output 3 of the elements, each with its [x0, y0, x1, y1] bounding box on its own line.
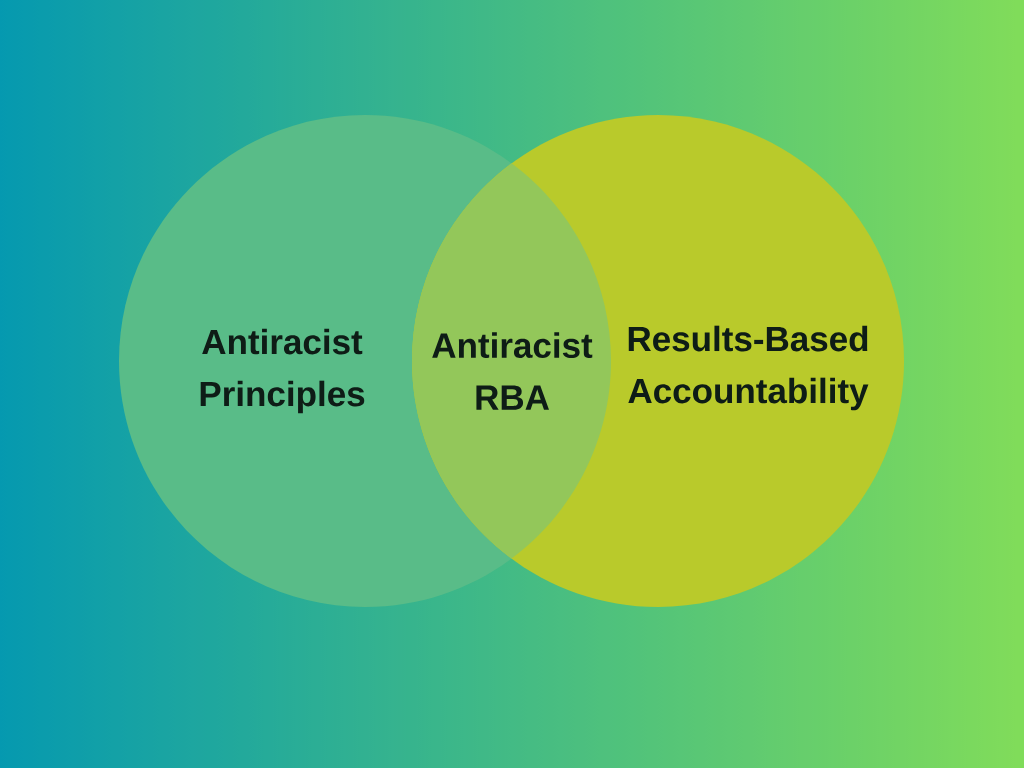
- venn-label: Results-Based Accountability: [628, 325, 869, 411]
- venn-label: Antiracist RBA: [432, 332, 593, 410]
- venn-label: Antiracist Principles: [200, 328, 365, 414]
